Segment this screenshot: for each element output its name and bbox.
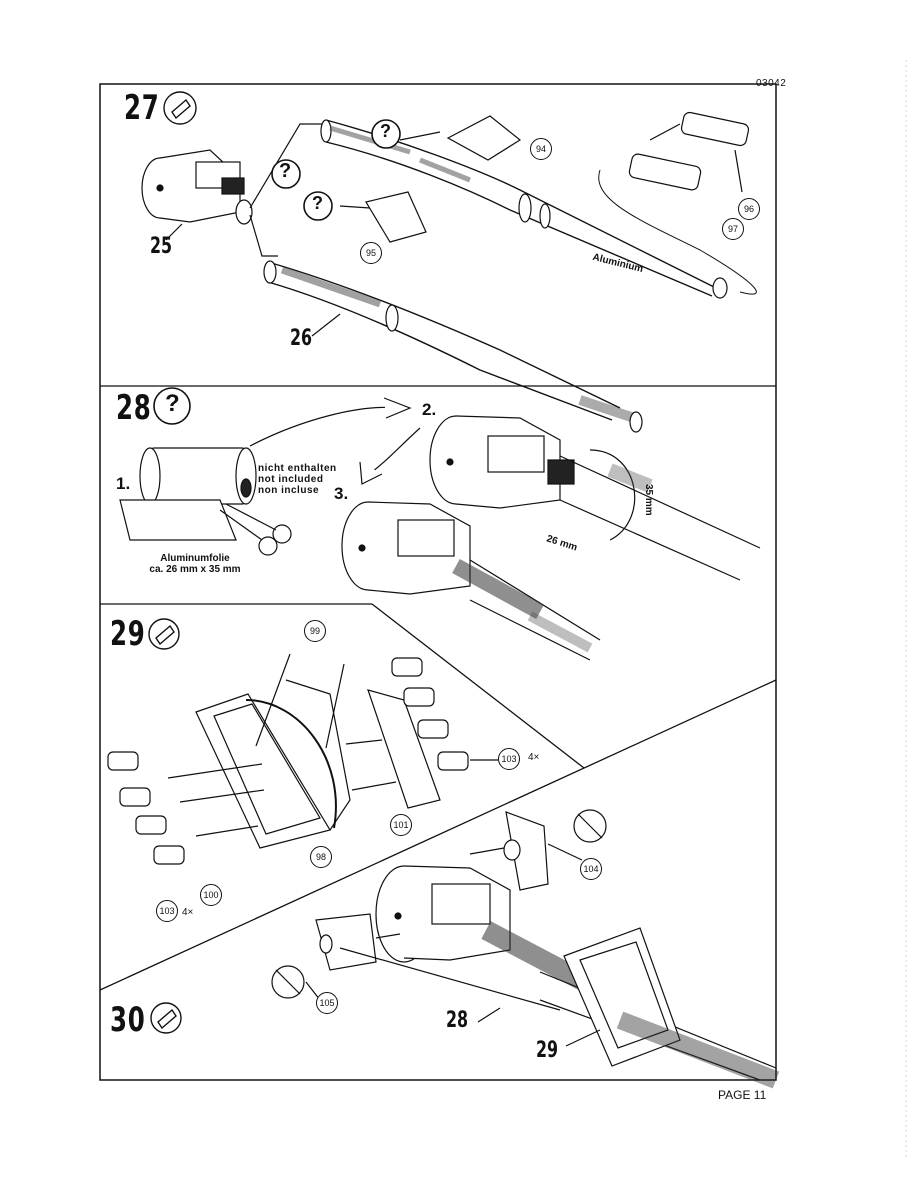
step-30-number: 30 bbox=[110, 1000, 146, 1040]
divider-29-30 bbox=[99, 679, 777, 991]
quantity-left: 4× bbox=[182, 907, 194, 918]
callout-105: 105 bbox=[316, 992, 338, 1014]
step-28-number: 28 bbox=[116, 388, 152, 428]
callout-104: 104 bbox=[580, 858, 602, 880]
page-frame bbox=[99, 83, 777, 1081]
callout-94: 94 bbox=[530, 138, 552, 160]
question-icon: ? bbox=[279, 160, 292, 182]
page-label: PAGE 11 bbox=[718, 1088, 767, 1102]
callout-98: 98 bbox=[310, 846, 332, 868]
question-icon: ? bbox=[380, 121, 391, 141]
step30-art bbox=[271, 809, 780, 1089]
foil-size: ca. 26 mm x 35 mm bbox=[149, 564, 241, 575]
step27-art bbox=[141, 111, 757, 433]
part-label-25: 25 bbox=[150, 234, 173, 259]
step28-art bbox=[119, 397, 761, 661]
note-english: not included bbox=[258, 474, 324, 485]
glue-icon bbox=[163, 91, 197, 125]
step28-sub-2: 2. bbox=[422, 400, 437, 419]
callout-97: 97 bbox=[722, 218, 744, 240]
step-27-number: 27 bbox=[124, 88, 160, 128]
divider-29-diag bbox=[371, 603, 585, 769]
not-included-note: nicht enthalten not included non incluse bbox=[258, 463, 337, 496]
part-label-26: 26 bbox=[290, 326, 313, 351]
step28-sub-3: 3. bbox=[334, 484, 349, 503]
question-icon bbox=[153, 119, 401, 425]
question-icon: ? bbox=[312, 193, 323, 213]
quantity-right: 4× bbox=[528, 752, 540, 763]
callout-95: 95 bbox=[360, 242, 382, 264]
step29-art bbox=[107, 653, 498, 865]
step-29-number: 29 bbox=[110, 614, 146, 654]
step28-sub-1: 1. bbox=[116, 474, 131, 493]
foil-label: Aluminumfolie ca. 26 mm x 35 mm bbox=[140, 553, 250, 575]
callout-101: 101 bbox=[390, 814, 412, 836]
sheet-code: 03042 bbox=[756, 78, 787, 89]
callout-99: 99 bbox=[304, 620, 326, 642]
note-german: nicht enthalten bbox=[258, 463, 337, 474]
note-french: non incluse bbox=[258, 485, 320, 496]
foil-name: Aluminumfolie bbox=[160, 553, 230, 564]
callout-103-right: 103 bbox=[498, 748, 520, 770]
glue-icon bbox=[148, 618, 182, 1034]
question-icon: ? bbox=[165, 390, 180, 417]
part-label-29: 29 bbox=[536, 1038, 559, 1063]
dimension-35mm: 35 mm bbox=[643, 484, 654, 516]
part-label-28: 28 bbox=[446, 1008, 469, 1033]
callout-96: 96 bbox=[738, 198, 760, 220]
callout-100: 100 bbox=[200, 884, 222, 906]
callout-103-left: 103 bbox=[156, 900, 178, 922]
